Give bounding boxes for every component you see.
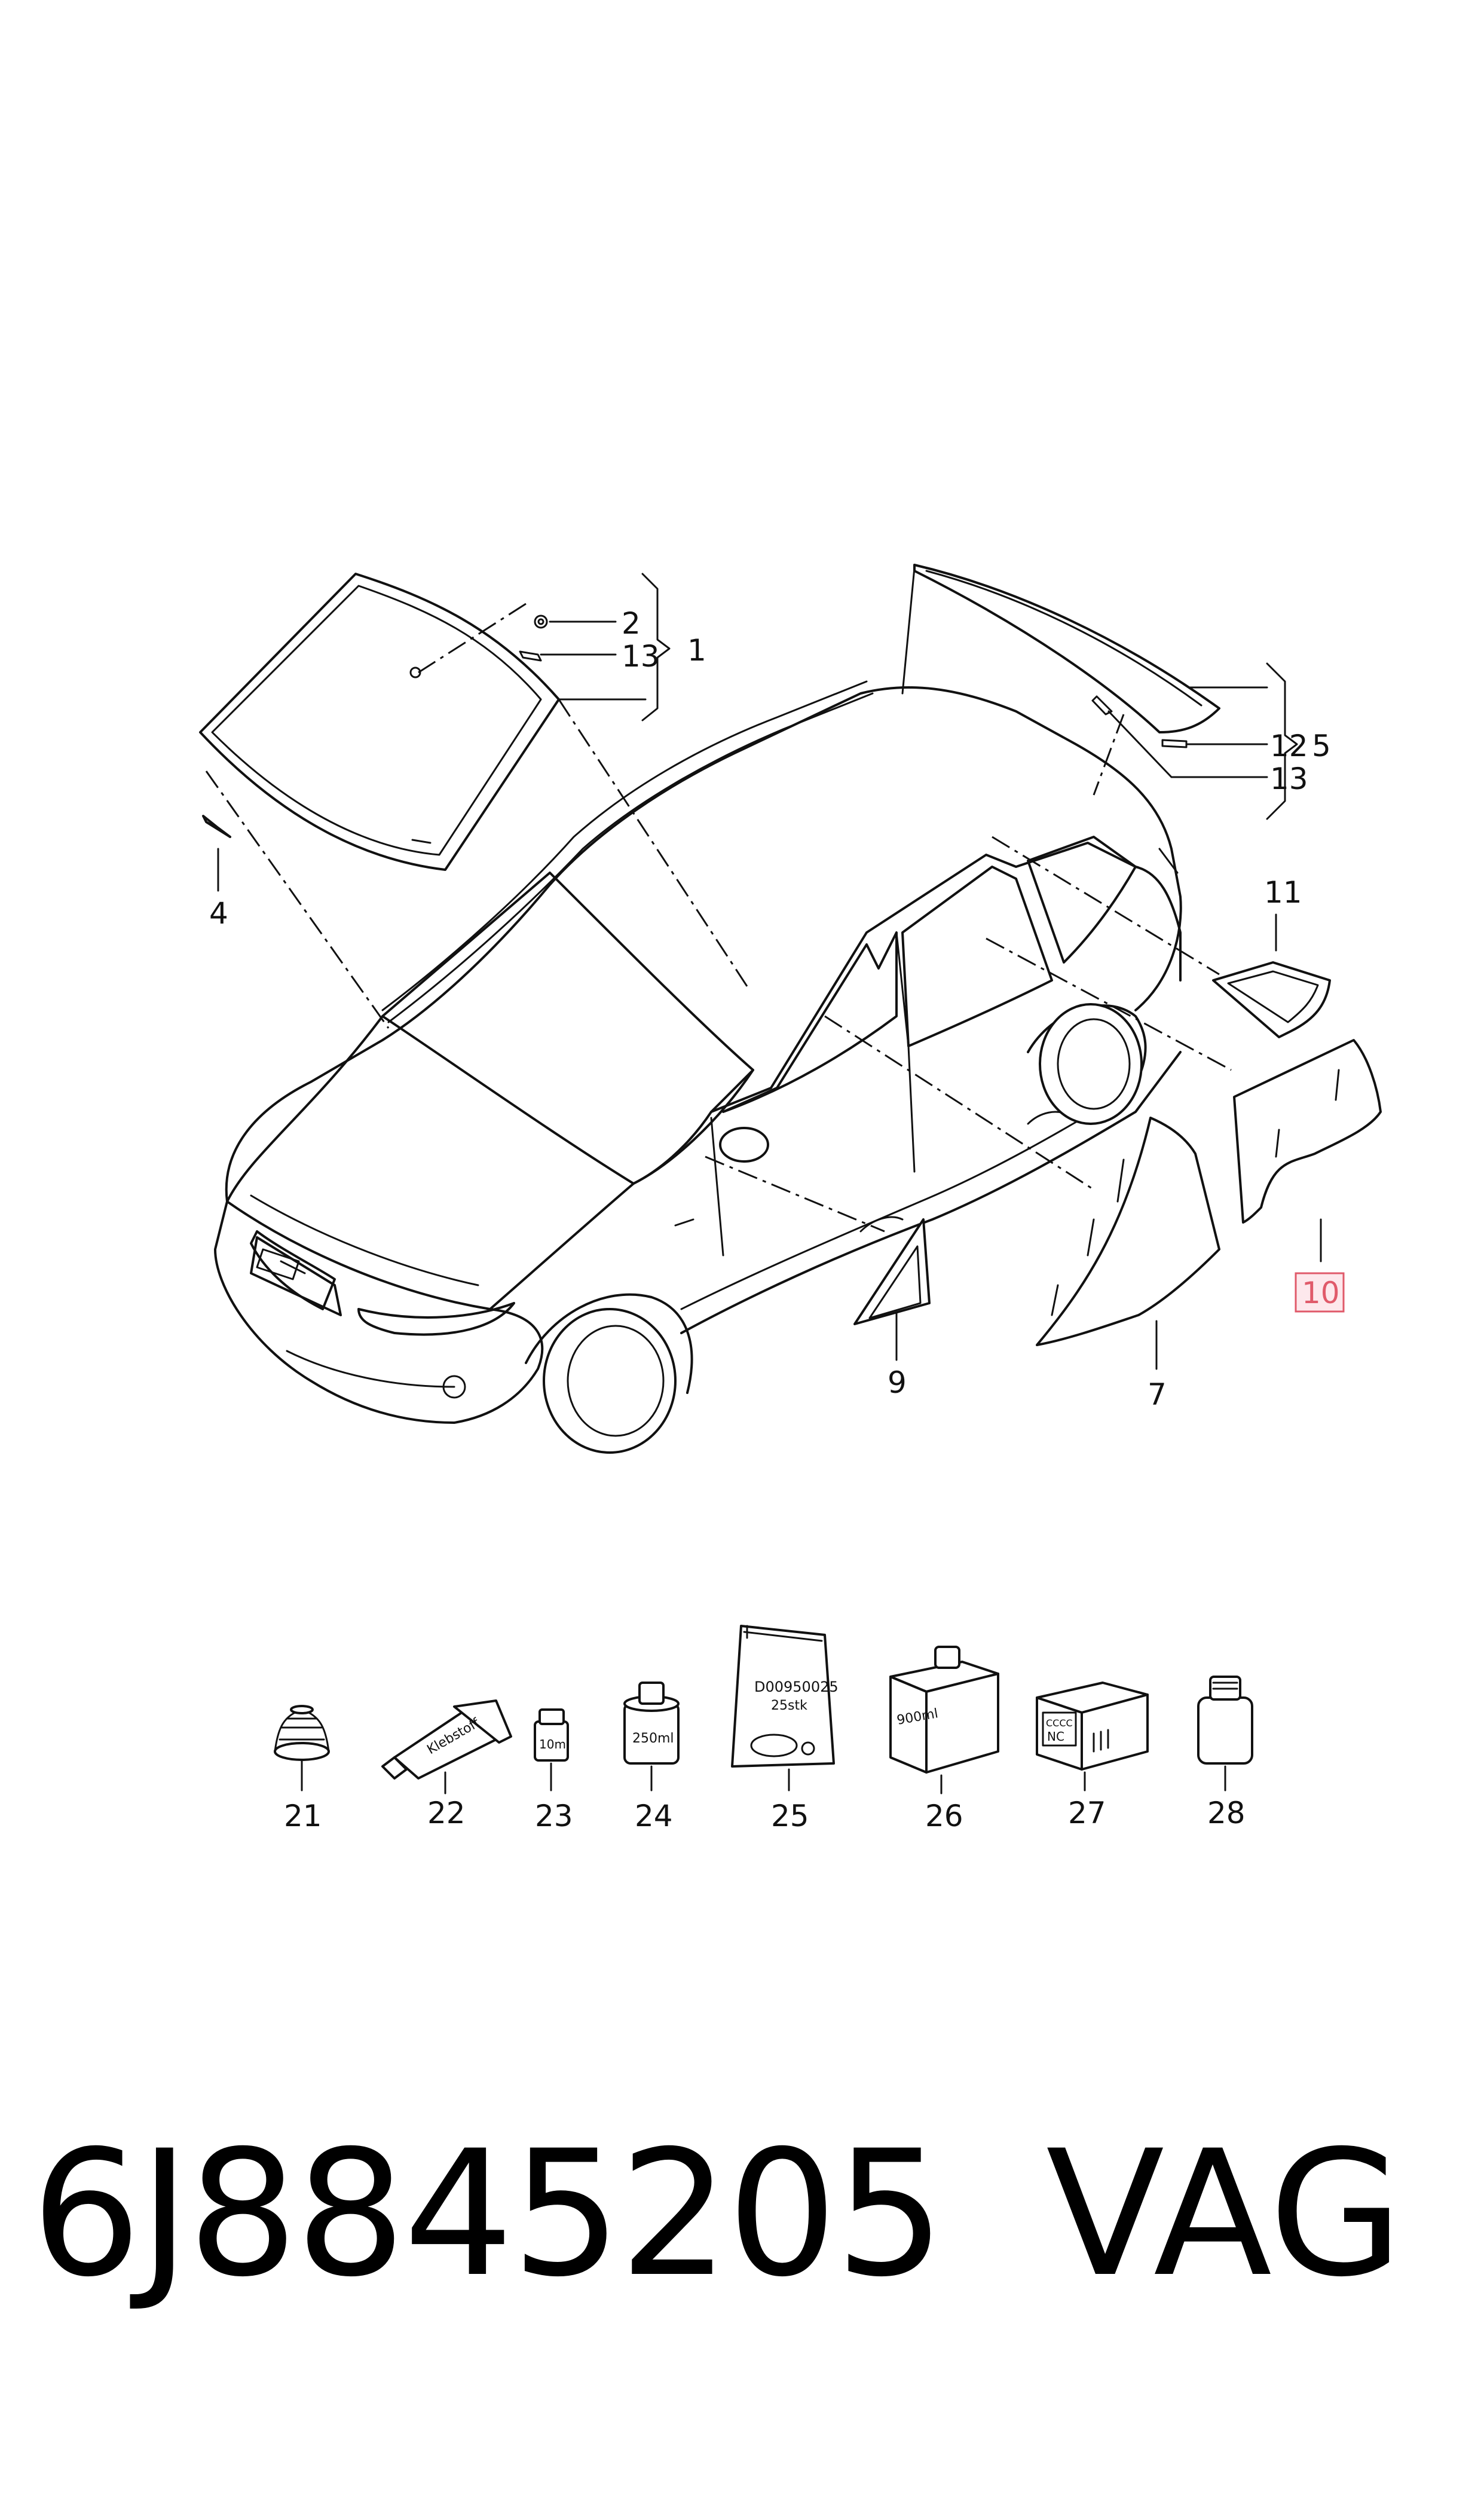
cleaner-box: 900ml: [889, 1646, 999, 1774]
leader-lines: [205, 567, 1322, 1370]
kit-label-line1: CCCC: [1046, 1717, 1073, 1729]
callout-2: 2: [622, 606, 641, 641]
bag-label-line1: D00950025: [754, 1679, 839, 1695]
kit-label-line2: NC: [1047, 1729, 1064, 1744]
bag-label-line2: 25stk: [771, 1698, 807, 1713]
callout-26: 26: [925, 1799, 963, 1833]
callout-10: 10: [1302, 1276, 1340, 1310]
callout-13-rear: 13: [1270, 762, 1308, 796]
repair-kit-box: CCCC NC: [1036, 1682, 1149, 1771]
vial-label: 10ml: [539, 1737, 570, 1751]
grommet-part: [274, 1705, 330, 1761]
primer-can: 250ml: [623, 1682, 680, 1765]
callout-22: 22: [427, 1796, 466, 1830]
callout-24: 24: [635, 1799, 673, 1833]
rear-window-glass: [913, 564, 1220, 733]
callout-10-highlighted: 10: [1295, 1272, 1345, 1313]
part-4-clip: [202, 815, 231, 838]
front-door-glass: [1036, 1117, 1220, 1346]
rear-quarter-glass: [1212, 961, 1331, 1038]
part-number: 6J8845205: [31, 2114, 946, 2315]
callout-28: 28: [1207, 1796, 1246, 1830]
callout-21: 21: [284, 1799, 322, 1833]
callout-11: 11: [1264, 875, 1302, 910]
activator-bottle: [1197, 1676, 1253, 1765]
callout-4: 4: [209, 896, 228, 931]
parts-bag: D00950025 25stk: [731, 1625, 839, 1768]
front-triangle-glass: [853, 1218, 931, 1325]
can-label: 250ml: [632, 1731, 674, 1746]
adhesive-tube: Klebstoff: [381, 1699, 512, 1780]
callout-13-front: 13: [622, 639, 660, 674]
callout-23: 23: [535, 1799, 573, 1833]
windshield-glass: [199, 573, 560, 871]
callout-12: 12: [1270, 729, 1308, 763]
callout-1: 1: [687, 633, 706, 668]
callout-27: 27: [1068, 1796, 1106, 1830]
small-vial: 10ml: [534, 1708, 570, 1762]
callout-25: 25: [771, 1799, 809, 1833]
sensor-small-parts-front: [519, 615, 548, 662]
callout-5: 5: [1312, 729, 1331, 763]
sensor-small-parts-rear: [1091, 695, 1188, 748]
callout-7: 7: [1148, 1377, 1167, 1412]
callout-9: 9: [888, 1365, 907, 1400]
car-illustration: [214, 680, 1182, 1454]
brand-name: VAG: [1046, 2114, 1403, 2315]
rear-door-glass: [1233, 1039, 1382, 1224]
